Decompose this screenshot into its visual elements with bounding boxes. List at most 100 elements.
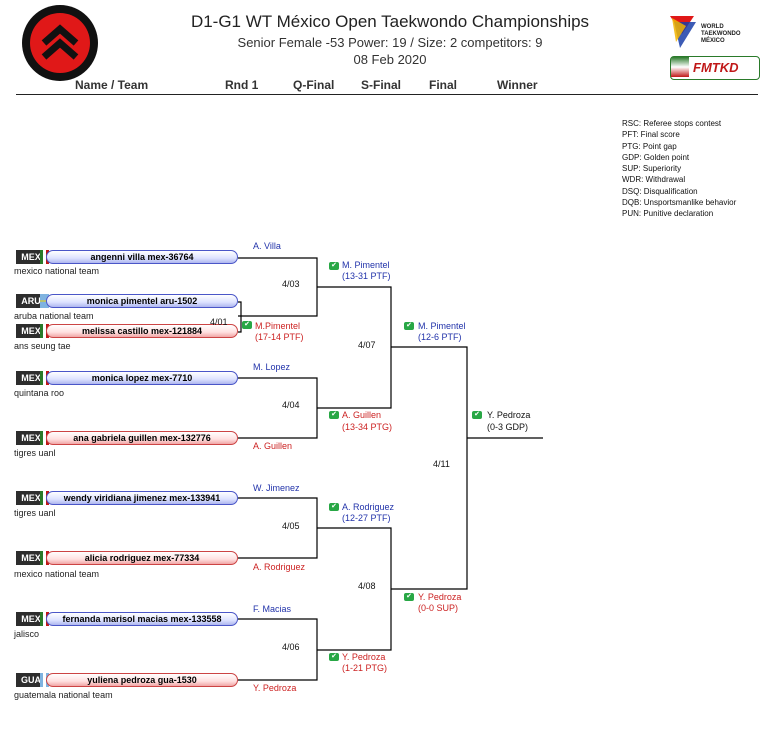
- competitor-team: tigres uanl: [14, 448, 56, 458]
- competitor-bar[interactable]: monica lopez mex-7710: [46, 371, 238, 385]
- qf-player-label: M. Lopez: [253, 362, 291, 372]
- legend-item: WDR: Withdrawal: [622, 175, 686, 185]
- legend-item: GDP: Golden point: [622, 152, 690, 162]
- match-number: 4/07: [358, 340, 376, 350]
- match-number: 4/01: [210, 317, 228, 327]
- country-flag: MEX: [16, 551, 46, 565]
- winner-name: A. Rodriguez: [342, 502, 395, 512]
- col-sfinal: S-Final: [361, 78, 402, 92]
- country-flag: MEX: [16, 324, 46, 338]
- winner-name: M. Pimentel: [342, 260, 390, 270]
- mexico-flag-icon: [40, 551, 49, 565]
- mexico-flag-icon: [40, 250, 49, 264]
- country-flag: MEX: [16, 250, 46, 264]
- winner-score: (1-21 PTG): [342, 663, 388, 673]
- legend-item: RSC: Referee stops contest: [622, 119, 722, 128]
- wt-mexico-logo: WORLD TAEKWONDO MÉXICO: [668, 12, 758, 52]
- legend-item: DQB: Unsportsmanlike behavior: [622, 198, 737, 208]
- competitor-team: guatemala national team: [14, 690, 113, 700]
- match-number: 4/08: [358, 581, 376, 591]
- wt-logo-text: WORLD TAEKWONDO MÉXICO: [701, 24, 741, 44]
- event-subtitle: Senior Female -53 Power: 19 / Size: 2 co…: [237, 35, 543, 50]
- mexico-flag-icon: [40, 491, 49, 505]
- competitor-team: quintana roo: [14, 388, 65, 398]
- winner-score: (12-27 PTF): [342, 513, 391, 523]
- mexico-flag-icon: [40, 371, 49, 385]
- match-number: 4/03: [282, 279, 300, 289]
- col-qfinal: Q-Final: [293, 78, 335, 92]
- competitor-bar[interactable]: angenni villa mex-36764: [46, 250, 238, 264]
- qf-player-label: F. Macias: [253, 604, 292, 614]
- fmtkd-logo: FMTKD: [670, 56, 760, 80]
- qf-player-label: Y. Pedroza: [253, 683, 297, 693]
- taekwondo-logo: [22, 5, 98, 81]
- competitor-bar[interactable]: alicia rodriguez mex-77334: [46, 551, 238, 565]
- country-flag: ARU: [16, 294, 46, 308]
- winner-score: (13-31 PTF): [342, 271, 391, 281]
- winner-name: Y. Pedroza: [418, 592, 462, 602]
- country-flag: MEX: [16, 371, 46, 385]
- winner-name: Y. Pedroza: [342, 652, 386, 662]
- qf-player-label: A. Rodriguez: [253, 562, 306, 572]
- legend-item: PTG: Point gap: [622, 141, 677, 151]
- check-icon: ✔: [329, 411, 339, 419]
- competitor-bar[interactable]: fernanda marisol macias mex-133558: [46, 612, 238, 626]
- check-icon: ✔: [404, 593, 414, 601]
- mexico-tricolor-icon: [671, 57, 689, 77]
- col-name-team: Name / Team: [75, 78, 149, 92]
- competitor-bar[interactable]: wendy viridiana jimenez mex-133941: [46, 491, 238, 505]
- match-number: 4/05: [282, 521, 300, 531]
- country-flag: GUA: [16, 673, 46, 687]
- competitor-team: tigres uanl: [14, 508, 56, 518]
- winner-score: (17-14 PTF): [255, 332, 304, 342]
- mexico-flag-icon: [40, 612, 49, 626]
- aruba-flag-icon: [40, 294, 49, 308]
- legend-item: DSQ: Disqualification: [622, 186, 698, 196]
- champion-name: Y. Pedroza: [487, 410, 531, 420]
- competitor-team: jalisco: [14, 629, 40, 639]
- winner-score: (12-6 PTF): [418, 332, 462, 342]
- check-icon: ✔: [329, 653, 339, 661]
- competitor-team: ans seung tae: [14, 341, 71, 351]
- check-icon: ✔: [404, 322, 414, 330]
- double-chevron-icon: [30, 13, 90, 73]
- check-icon: ✔: [329, 503, 339, 511]
- competitor-bar[interactable]: melissa castillo mex-121884: [46, 324, 238, 338]
- qf-player-label: A. Guillen: [253, 441, 293, 451]
- check-icon: ✔: [242, 321, 252, 329]
- check-icon: ✔: [472, 411, 482, 419]
- winner-name: A. Guillen: [342, 410, 382, 420]
- col-winner: Winner: [497, 78, 538, 92]
- competitor-team: mexico national team: [14, 569, 100, 579]
- match-number: 4/11: [433, 459, 450, 469]
- qf-player-label: A. Villa: [253, 241, 281, 251]
- match-number: 4/04: [282, 400, 300, 410]
- mexico-flag-icon: [40, 431, 49, 445]
- competitor-team: aruba national team: [14, 311, 94, 321]
- country-flag: MEX: [16, 612, 46, 626]
- check-icon: ✔: [329, 262, 339, 270]
- guatemala-flag-icon: [40, 673, 49, 687]
- legend-item: PFT: Final score: [622, 130, 680, 140]
- event-date: 08 Feb 2020: [353, 52, 427, 67]
- winner-score: (0-0 SUP): [418, 603, 459, 613]
- qf-player-label: W. Jimenez: [253, 483, 300, 493]
- competitor-bar[interactable]: yuliena pedroza gua-1530: [46, 673, 238, 687]
- winner-name: M. Pimentel: [418, 321, 466, 331]
- page-title: D1-G1 WT México Open Taekwondo Champions…: [190, 12, 590, 31]
- mexico-flag-icon: [40, 324, 49, 338]
- competitor-bar[interactable]: monica pimentel aru-1502: [46, 294, 238, 308]
- competitor-team: mexico national team: [14, 266, 100, 276]
- competitor-bar[interactable]: ana gabriela guillen mex-132776: [46, 431, 238, 445]
- winner-name: M.Pimentel: [255, 321, 301, 331]
- champion-score: (0-3 GDP): [487, 422, 529, 432]
- country-flag: MEX: [16, 431, 46, 445]
- col-final: Final: [429, 78, 458, 92]
- winner-score: (13-34 PTG): [342, 422, 393, 432]
- fmtkd-logo-text: FMTKD: [693, 60, 739, 75]
- country-flag: MEX: [16, 491, 46, 505]
- header-divider: [16, 94, 758, 95]
- legend: RSC: Referee stops contest PFT: Final sc…: [622, 118, 736, 220]
- col-round1: Rnd 1: [225, 78, 259, 92]
